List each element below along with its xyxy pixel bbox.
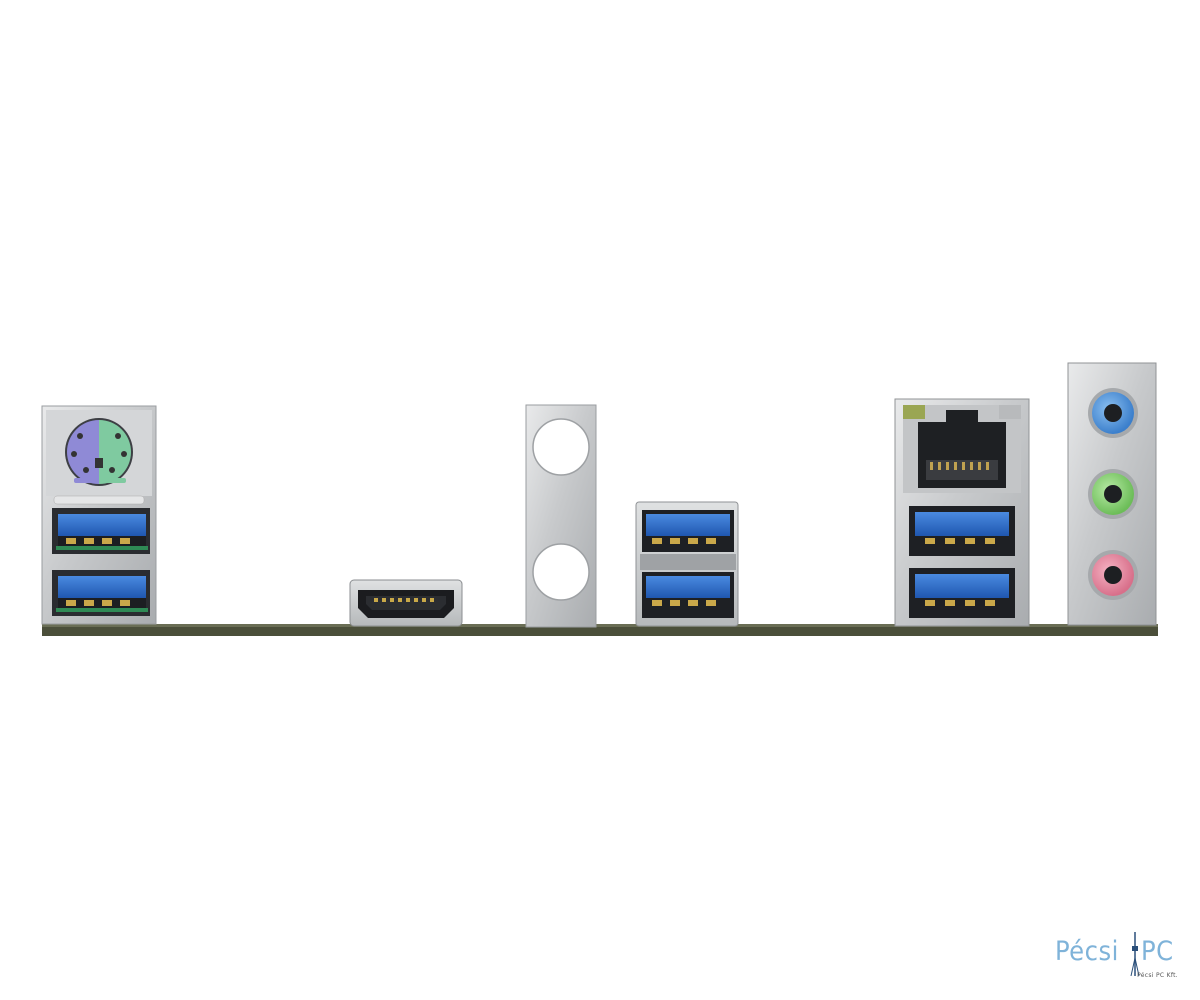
usb-port-icon[interactable] [52,508,150,554]
line-out-jack-icon[interactable] [1088,469,1138,519]
usb-port-icon[interactable] [52,570,150,616]
mic-in-jack-icon[interactable] [1088,550,1138,600]
ps2-usb-stack [41,405,157,625]
audio-stack [1067,362,1157,626]
usb-port-icon[interactable] [642,510,734,552]
antenna-hole-icon [532,543,590,601]
antenna-bracket [525,404,597,628]
watermark-brand-left: Pécsi [1055,936,1119,967]
usb-stack [635,501,739,627]
usb-port-icon[interactable] [909,568,1015,618]
tv-tower-icon [1130,932,1140,976]
ethernet-port-icon[interactable] [903,405,1021,493]
lan-usb-stack [894,398,1030,627]
watermark-logo: Pécsi PC Pécsi PC Kft. [1055,932,1180,982]
usb-port-icon[interactable] [642,572,734,618]
usb-port-icon[interactable] [909,506,1015,556]
line-in-jack-icon[interactable] [1088,388,1138,438]
antenna-hole-icon [532,418,590,476]
watermark-brand-right: PC [1141,936,1174,967]
ps2-port-icon[interactable] [65,418,133,486]
hdmi-port-icon[interactable] [349,579,463,627]
watermark-company: Pécsi PC Kft. [1137,972,1178,979]
